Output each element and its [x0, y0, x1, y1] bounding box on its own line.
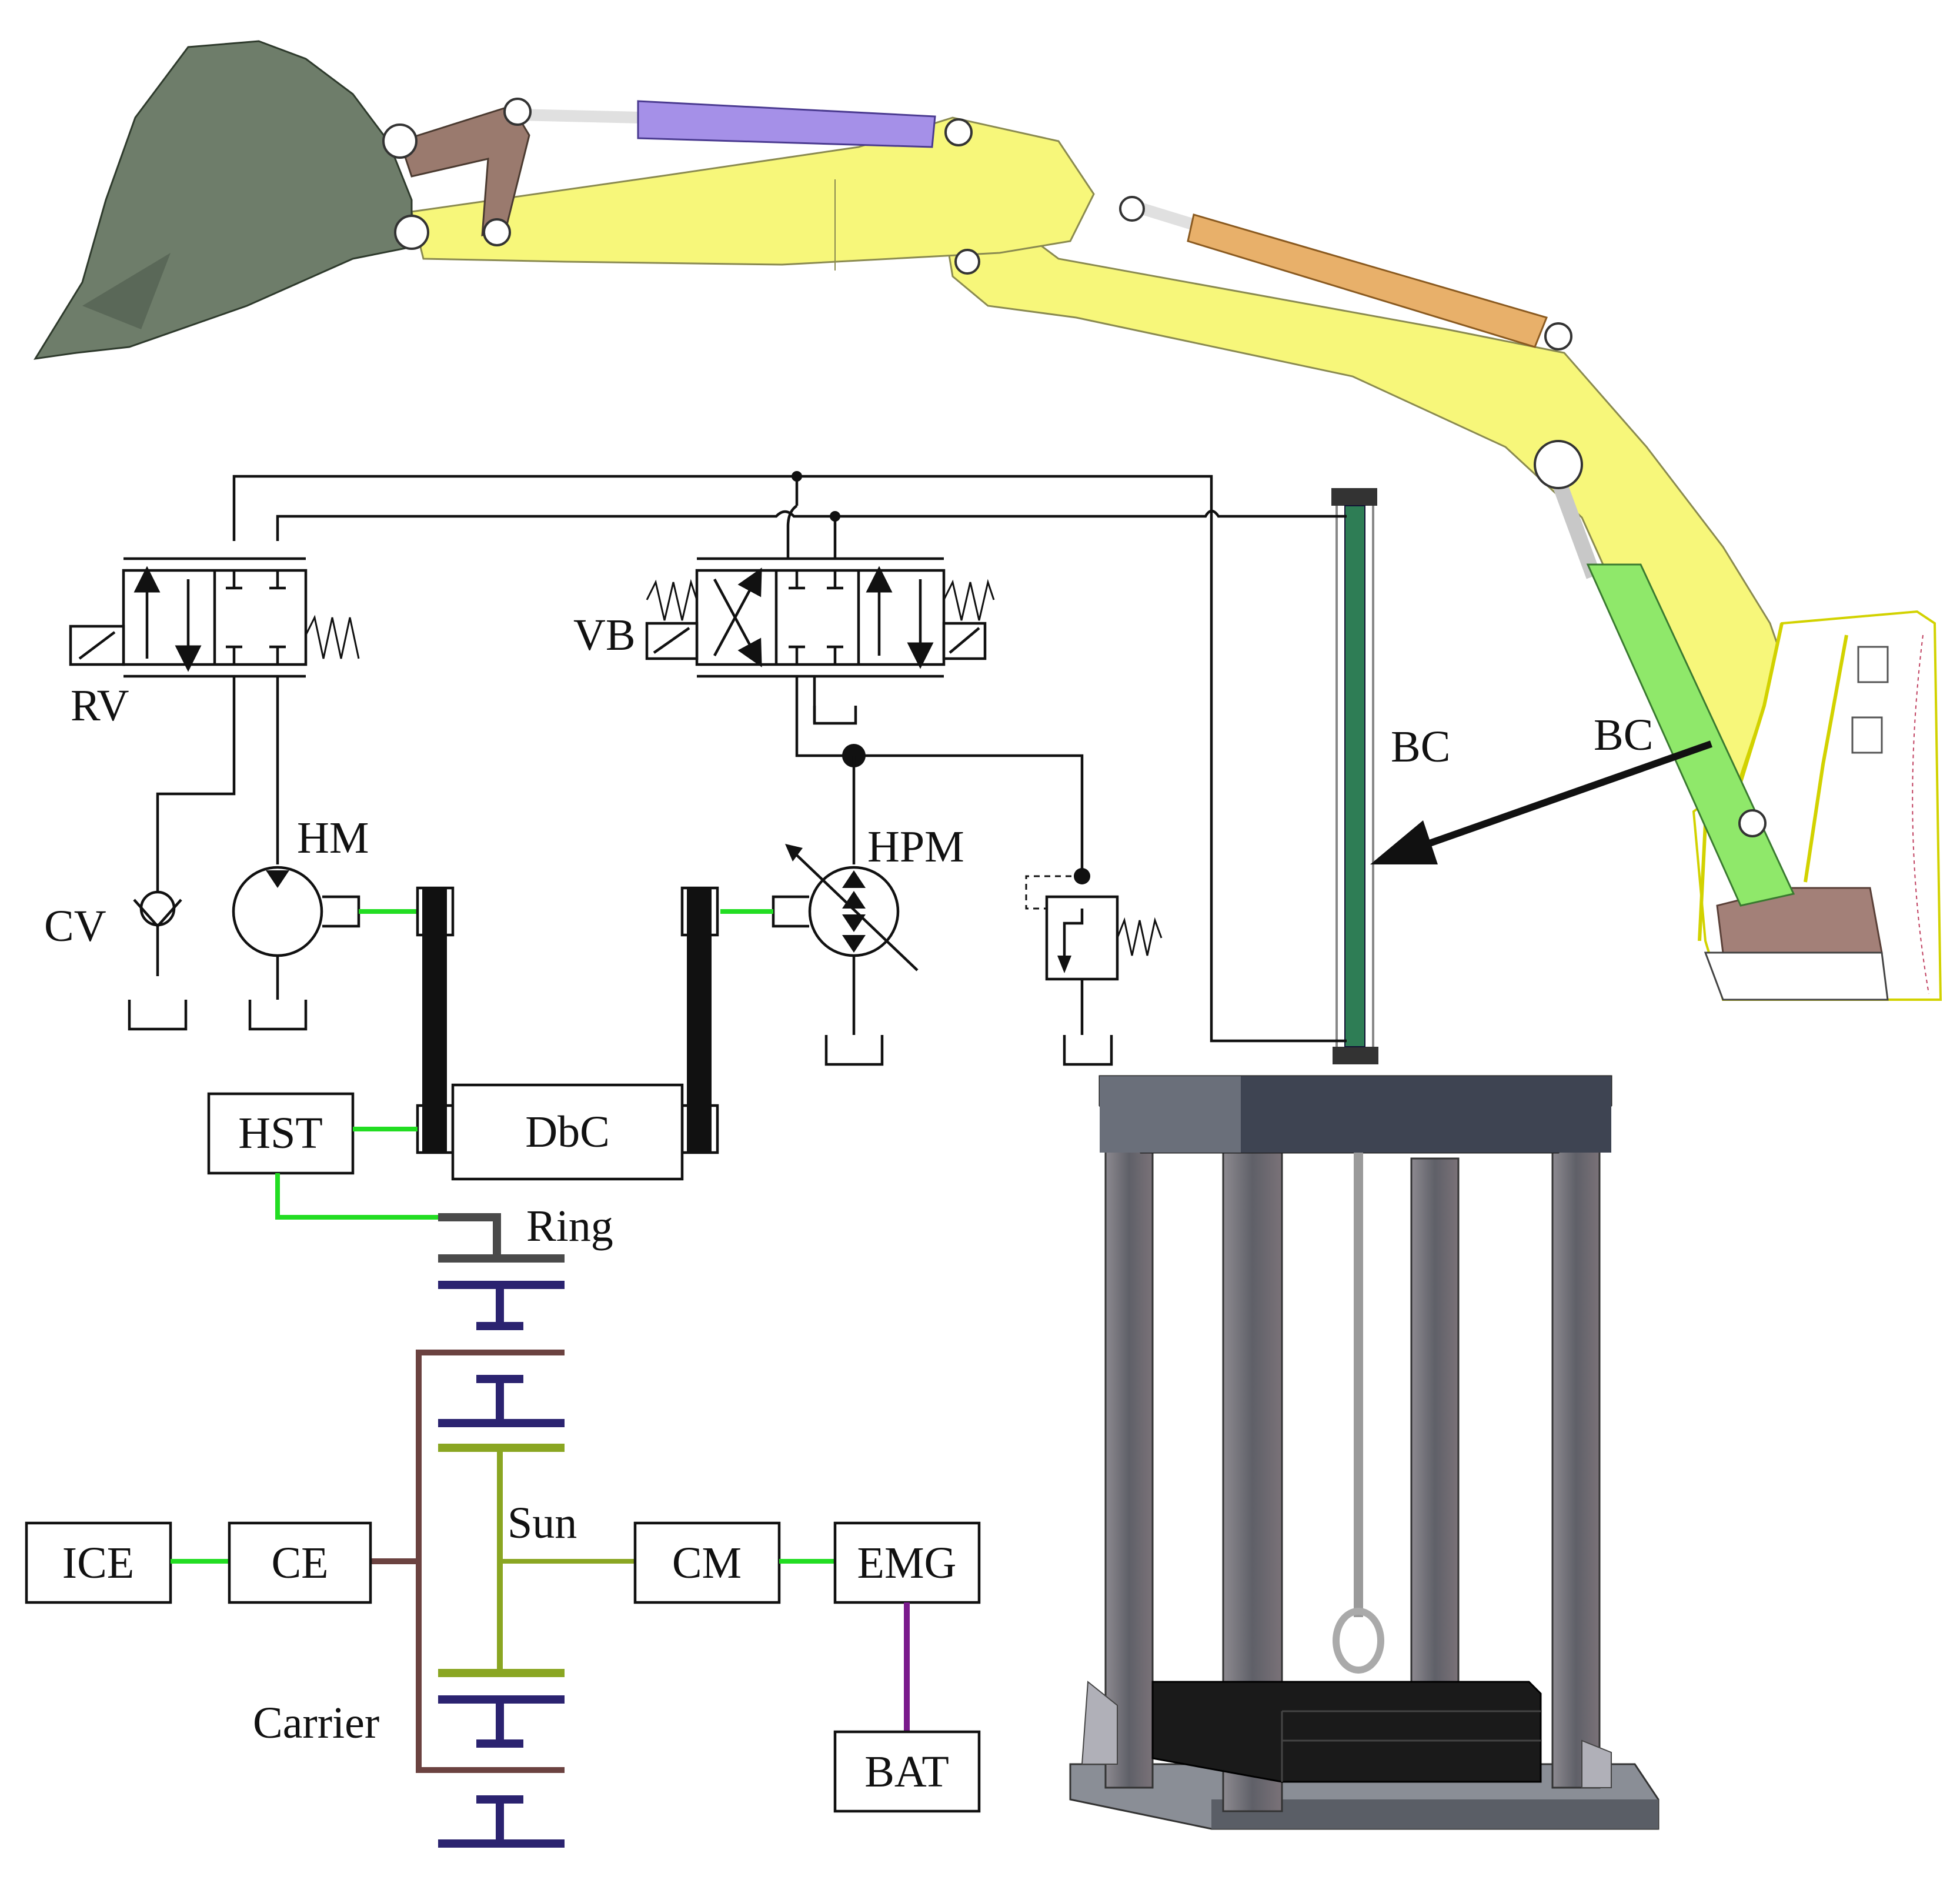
hydraulic-pump-motor-hpm [720, 844, 919, 1066]
test-boom-cylinder [1331, 488, 1378, 1064]
cm-label: CM [672, 1538, 742, 1588]
hydraulic-circuit: RV CV HM [44, 471, 1347, 1154]
label-cv: CV [44, 901, 106, 951]
label-vb: VB [573, 610, 636, 660]
powertrain: HST DbC Ring Sun [25, 1083, 981, 1848]
rig-leg [1551, 1104, 1601, 1789]
rig-leg [1104, 1104, 1154, 1789]
label-bc-cylinder: BC [1391, 722, 1450, 772]
planet-gear-upper [438, 1281, 565, 1427]
ring-label: Ring [526, 1201, 613, 1251]
rv-valve [69, 557, 360, 678]
test-rig [1069, 488, 1660, 1830]
label-hm: HM [297, 813, 369, 863]
bat-label: BAT [864, 1747, 949, 1796]
label-bc-excavator: BC [1594, 710, 1653, 760]
emg-label: EMG [857, 1538, 957, 1588]
rig-load-mass [1151, 1681, 1542, 1783]
rig-hook [1333, 1608, 1384, 1674]
hst-label: HST [238, 1108, 323, 1158]
vb-valve [645, 557, 995, 678]
ice-label: ICE [62, 1538, 134, 1588]
bat-box [833, 1730, 981, 1813]
dbc-box [451, 1083, 684, 1181]
excavator-stick [410, 116, 1095, 266]
hydraulic-motor-hm [232, 866, 418, 1031]
excavator-arm [34, 40, 1942, 1001]
belt-drive-left [416, 886, 455, 1154]
hst-box [207, 1092, 355, 1175]
sun-label: Sun [507, 1498, 577, 1548]
label-rv: RV [71, 681, 129, 730]
ce-box [228, 1521, 372, 1604]
rig-leg [1410, 1157, 1460, 1765]
relief-valve [1025, 868, 1163, 1066]
label-hpm: HPM [867, 822, 964, 871]
cm-box [633, 1521, 781, 1604]
emg-box [833, 1521, 981, 1604]
check-valve [128, 890, 188, 1031]
planet-gear-lower [438, 1695, 565, 1848]
bc-pointer-arrow [1370, 740, 1712, 864]
ice-box [25, 1521, 172, 1604]
carrier-label: Carrier [253, 1698, 379, 1748]
bucket-cylinder [517, 100, 936, 148]
dbc-label: DbC [525, 1107, 610, 1157]
belt-drive-right [680, 886, 719, 1154]
excavator-bucket [34, 40, 413, 360]
ce-label: CE [271, 1538, 328, 1588]
